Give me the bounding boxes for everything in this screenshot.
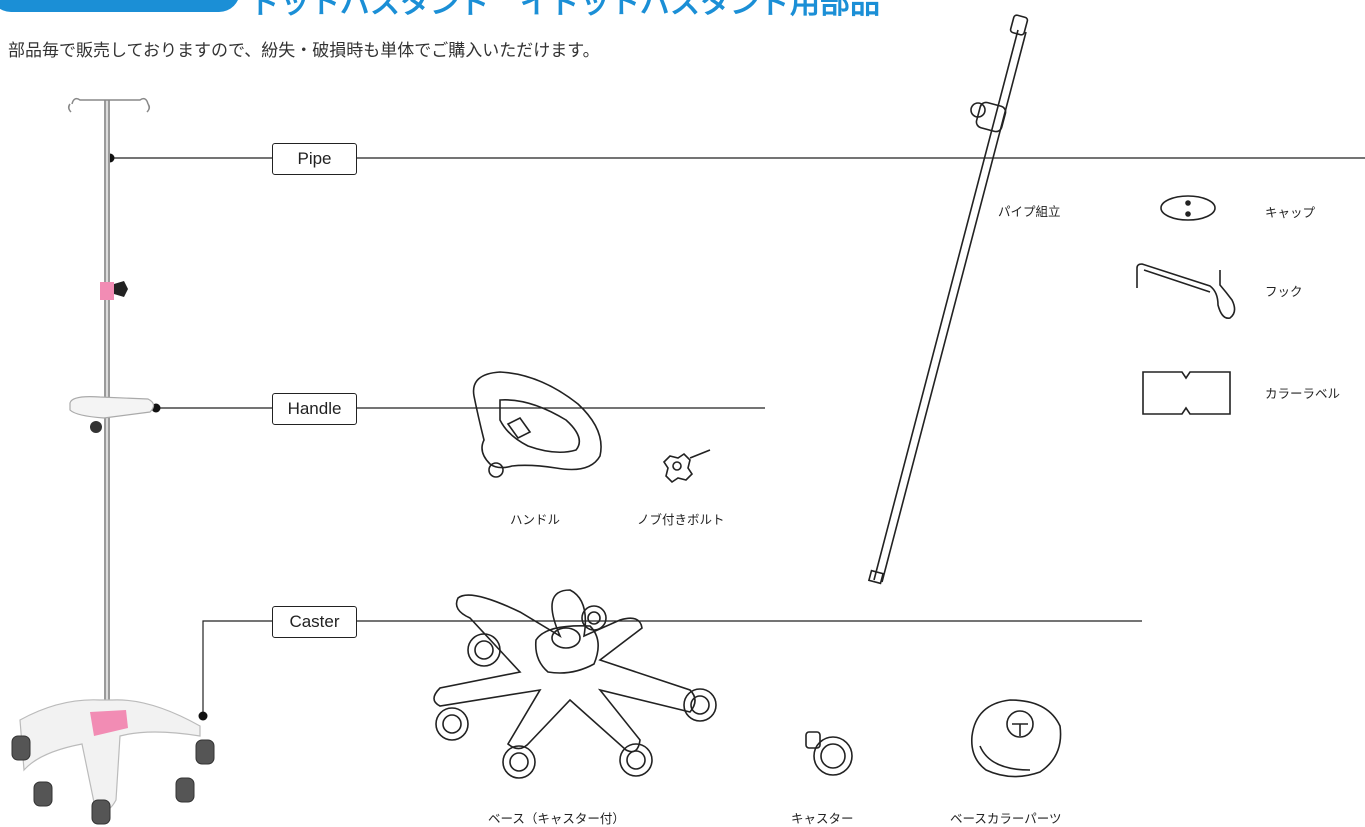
knob-bolt-drawing — [662, 449, 711, 484]
cap-drawing — [1160, 195, 1216, 221]
part-label-base-color-parts: ベースカラーパーツ — [950, 811, 1062, 826]
handle-knob — [90, 421, 102, 433]
hook-drawing — [1136, 263, 1236, 320]
caster-callout-tag: Caster — [272, 606, 357, 638]
color-label-drawing — [1142, 371, 1231, 415]
part-label-knob-bolt: ノブ付きボルト — [637, 512, 725, 527]
pipe-assembly-drawing — [867, 14, 1029, 585]
assembled-stand — [11, 97, 215, 825]
page-title: ドットバスタンド イドットバスタンド用部品 — [250, 0, 880, 21]
caster-drawing — [805, 731, 853, 776]
part-label-base-with-casters: ベース（キャスター付） — [488, 811, 625, 826]
page-subtitle: 部品毎で販売しておりますので、紛失・破損時も単体でご購入いただけます。 — [8, 41, 600, 61]
category-badge — [0, 0, 240, 12]
part-label-pipe-assembly: パイプ組立 — [998, 204, 1061, 219]
stand-base — [19, 699, 201, 814]
part-label-cap: キャップ — [1265, 205, 1316, 220]
stand-handle — [69, 396, 155, 419]
handle-callout-tag: Handle — [272, 393, 357, 425]
part-label-hook: フック — [1265, 284, 1303, 299]
top-hooks — [71, 97, 149, 105]
pipe-callout-tag: Pipe — [272, 143, 357, 175]
base-color-parts-drawing — [970, 699, 1062, 778]
part-label-handle: ハンドル — [510, 512, 561, 527]
pink-base-part — [90, 710, 128, 736]
part-label-color-label: カラーラベル — [1265, 386, 1341, 401]
pink-color-label — [100, 282, 114, 300]
part-label-caster: キャスター — [791, 811, 854, 826]
base-with-casters-drawing — [433, 589, 717, 779]
caster-callout-line — [202, 620, 272, 716]
height-knob — [114, 281, 128, 297]
caster-callout-dot — [198, 711, 208, 721]
handle-part-drawing — [472, 371, 602, 478]
